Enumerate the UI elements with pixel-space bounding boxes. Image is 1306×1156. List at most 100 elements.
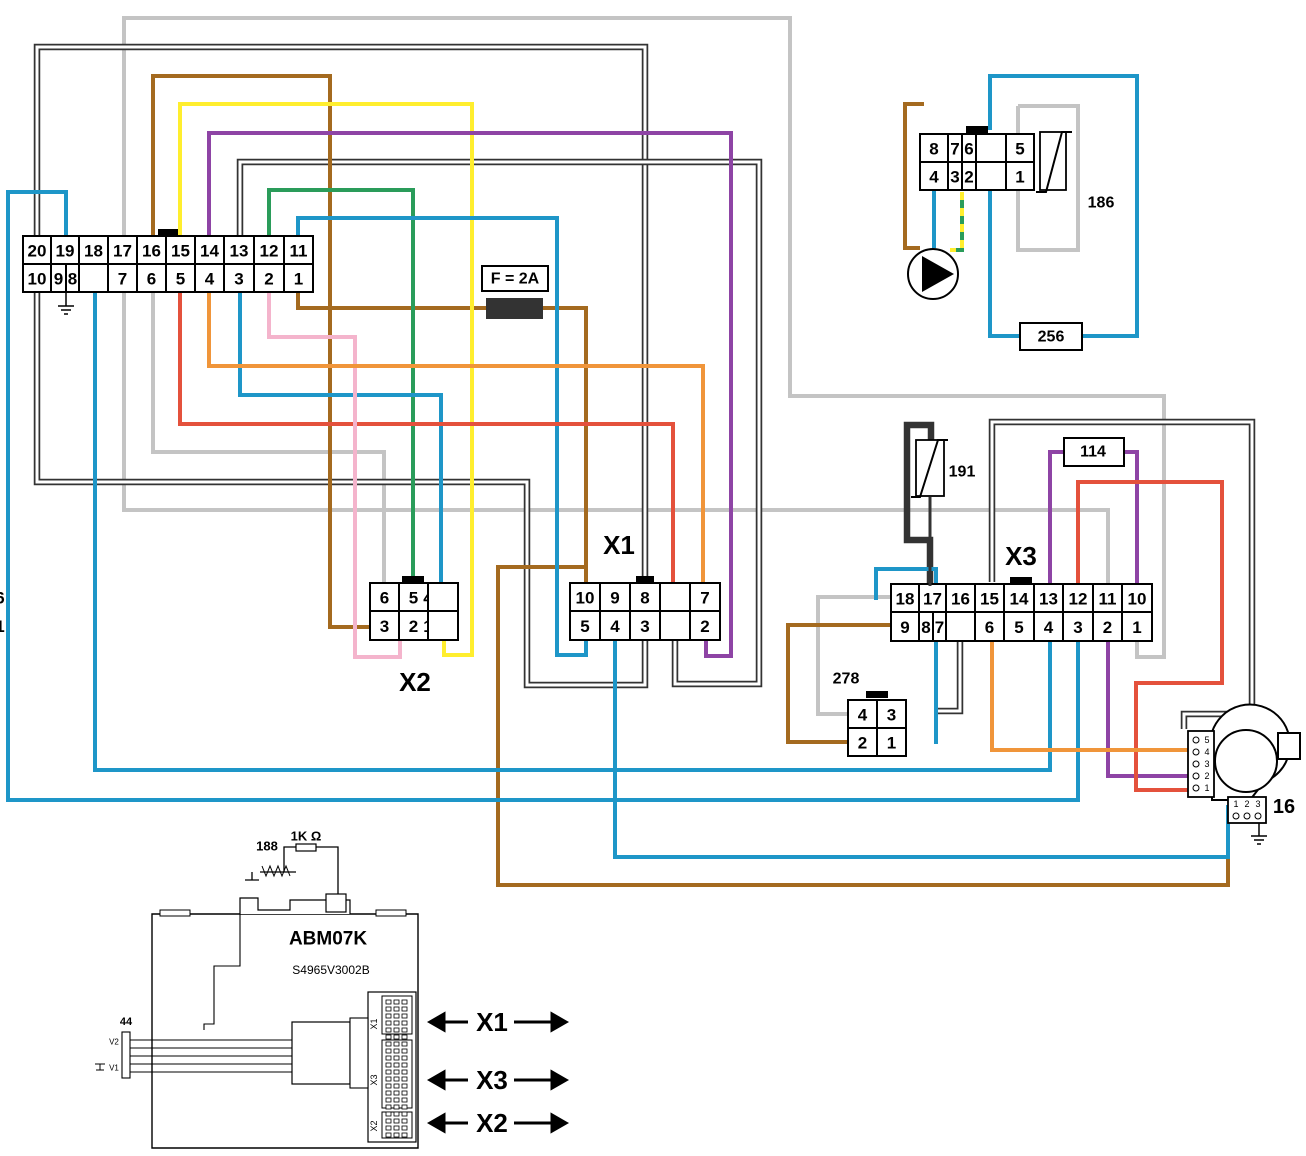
board-pin bbox=[401, 1076, 408, 1082]
fan-side-pin-label: 5 bbox=[1204, 735, 1209, 745]
pin-main-13-cell bbox=[223, 235, 255, 265]
component-label-191: 191 bbox=[949, 464, 976, 481]
component-256: 256 bbox=[1019, 322, 1083, 351]
pin-pump-5-cell bbox=[1005, 133, 1035, 163]
pin-main-3: 3 bbox=[234, 270, 243, 289]
pin-pump-blank-cell bbox=[975, 133, 1007, 163]
pin-x2-3: 3 bbox=[380, 617, 389, 636]
board-pin bbox=[385, 1062, 392, 1068]
arrow-label-x3: X3 bbox=[476, 1065, 508, 1095]
pin-main-10-cell bbox=[22, 263, 52, 293]
board-pin bbox=[401, 1069, 408, 1075]
fan-bottom-pin-label: 2 bbox=[1244, 799, 1249, 809]
connector-key bbox=[158, 229, 178, 236]
pin-x3-12: 12 bbox=[1069, 590, 1088, 609]
pin-x3-18-cell bbox=[890, 583, 920, 613]
connector-key bbox=[966, 126, 988, 133]
wire-purple-114-fan bbox=[1124, 450, 1139, 585]
board-pin bbox=[393, 1020, 400, 1026]
pin-main-11-cell bbox=[283, 235, 314, 265]
arrow-label-x1: X1 bbox=[476, 1007, 508, 1037]
pin-x1-10: 10 bbox=[576, 589, 595, 608]
pin-main-18: 18 bbox=[84, 242, 103, 261]
pin-x1-blank-cell bbox=[659, 582, 691, 612]
board-pin bbox=[385, 1076, 392, 1082]
arrow-x3: X3 bbox=[426, 1065, 570, 1095]
wire-purple-main-14 bbox=[207, 131, 733, 658]
pin-x1-8: 8 bbox=[640, 589, 649, 608]
board-tag-x3: X3 bbox=[369, 1074, 379, 1085]
fan-bottom-pin bbox=[1243, 812, 1251, 820]
pin-x3-8: 8 bbox=[921, 618, 930, 637]
wire-grey-278 bbox=[816, 595, 906, 716]
pin-x3-15: 15 bbox=[980, 590, 999, 609]
connector-key bbox=[1010, 577, 1032, 584]
fan-side-pin bbox=[1192, 784, 1200, 792]
board-input-v2: V2 bbox=[109, 1038, 119, 1047]
pin-main-8: 8 bbox=[68, 270, 77, 289]
board-pin bbox=[393, 1083, 400, 1089]
fan-side-pin bbox=[1192, 736, 1200, 744]
pin-pump-3: 3 bbox=[950, 168, 959, 187]
board-pin bbox=[385, 1132, 392, 1138]
fan-side-connector bbox=[1187, 730, 1215, 798]
board-pin bbox=[385, 1097, 392, 1103]
wire-brown-main-16 bbox=[151, 74, 372, 629]
wire-brown-278-x3 bbox=[786, 623, 905, 744]
board-pin bbox=[385, 1118, 392, 1124]
pin-x2-5: 5 bbox=[409, 589, 418, 608]
pin-x3-13: 13 bbox=[1039, 590, 1058, 609]
fan-side-pin-label: 4 bbox=[1204, 747, 1209, 757]
pin-x1-blank-cell bbox=[659, 610, 691, 641]
pin-x3-15-cell bbox=[974, 583, 1005, 613]
wire-pink-main-2 bbox=[267, 292, 402, 659]
wire-orange-main-4 bbox=[207, 292, 705, 586]
pin-x1-4-cell bbox=[599, 610, 631, 641]
board-pin bbox=[385, 1104, 392, 1110]
pin-x1-1: 1 bbox=[0, 617, 5, 636]
board-pin bbox=[393, 1104, 400, 1110]
fan-side-pin bbox=[1192, 772, 1200, 780]
fan-side-pin bbox=[1192, 760, 1200, 768]
board-pin bbox=[385, 1027, 392, 1033]
resistor-id: 188 bbox=[256, 839, 278, 854]
resistor-value: 1K Ω bbox=[291, 829, 322, 844]
pin-x3-3: 3 bbox=[1073, 618, 1082, 637]
board-input-id: 44 bbox=[120, 1016, 133, 1028]
wire-orange-x3-fan bbox=[990, 642, 1194, 752]
fan-side-pin bbox=[1192, 748, 1200, 756]
pin-main-9: 9 bbox=[54, 270, 63, 289]
pin-pump-4: 4 bbox=[929, 168, 939, 187]
pin-main-16: 16 bbox=[142, 242, 161, 261]
pin-main-18-cell bbox=[78, 235, 109, 265]
pin-x2-blank-cell bbox=[427, 610, 459, 641]
pin-main-12-cell bbox=[253, 235, 285, 265]
pin-x3-1-cell bbox=[1121, 611, 1153, 642]
pin-pump-1-cell bbox=[1005, 161, 1035, 191]
wire-blue-main-9 bbox=[93, 292, 1052, 772]
board-pin bbox=[401, 1041, 408, 1047]
wire-grey-186-loop bbox=[1016, 104, 1080, 252]
pin-c278-3-cell bbox=[876, 699, 907, 729]
pin-pump-7: 7 bbox=[950, 140, 959, 159]
pin-x2-6-cell bbox=[369, 582, 400, 612]
fan-side-pin-label: 3 bbox=[1204, 759, 1209, 769]
board-title: ABM07K bbox=[289, 929, 367, 950]
pin-pump-1: 1 bbox=[1015, 168, 1024, 187]
board-pin bbox=[385, 1013, 392, 1019]
pin-x2-6: 6 bbox=[380, 589, 389, 608]
pin-main-10: 10 bbox=[28, 270, 47, 289]
pin-x3-2: 2 bbox=[1103, 618, 1112, 637]
pin-x2-3-cell bbox=[369, 610, 400, 641]
board-pin bbox=[385, 1048, 392, 1054]
board-pin bbox=[385, 1020, 392, 1026]
pin-main-20: 20 bbox=[28, 242, 47, 261]
pin-x3-7: 7 bbox=[935, 618, 944, 637]
wire-blue-main-19 bbox=[6, 190, 1080, 802]
connector-x2: 654 321 X2 bbox=[369, 576, 459, 697]
connector-label-x1: X1 bbox=[603, 530, 635, 560]
wire-yellow-main-15 bbox=[178, 102, 474, 657]
